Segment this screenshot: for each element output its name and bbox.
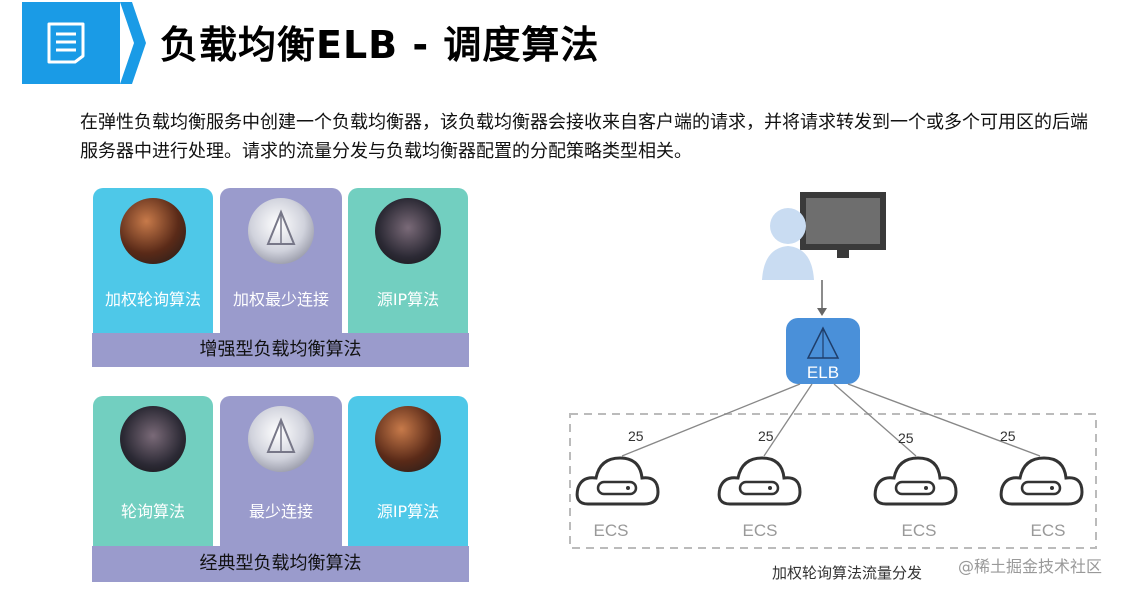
traffic-lines <box>621 383 1041 457</box>
silver-pyramid-icon <box>248 406 314 472</box>
ecs-label: ECS <box>902 521 937 540</box>
page-title: 负载均衡ELB - 调度算法 <box>160 23 600 67</box>
enhanced-group-label: 增强型负载均衡算法 <box>92 333 469 367</box>
ecs-label: ECS <box>594 521 629 540</box>
watermark: @稀土掘金技术社区 <box>958 557 1103 576</box>
ecs-label: ECS <box>1031 521 1066 540</box>
user-computer-icon <box>762 192 886 280</box>
weight-label: 25 <box>628 428 644 444</box>
card-weighted-least-connections: 加权最少连接 <box>220 188 342 333</box>
arrow-head <box>817 308 827 316</box>
description-text: 在弹性负载均衡服务中创建一个负载均衡器，该负载均衡器会接收来自客户端的请求，并将… <box>80 112 1088 162</box>
dark-tower-icon <box>120 406 186 472</box>
card-label: 源IP算法 <box>376 502 440 521</box>
card-label: 加权最少连接 <box>232 290 329 309</box>
weight-label: 25 <box>758 428 774 444</box>
cloud-server-icon <box>717 456 802 506</box>
card-label: 加权轮询算法 <box>104 290 201 309</box>
cloud-server-icon <box>999 456 1084 506</box>
document-list-icon <box>47 22 85 64</box>
diagram-caption: 加权轮询算法流量分发 <box>772 564 923 582</box>
silver-pyramid-icon <box>248 198 314 264</box>
card-least-connections: 最少连接 <box>220 396 342 546</box>
card-label: 最少连接 <box>248 502 313 521</box>
weight-label: 25 <box>898 430 914 446</box>
card-round-robin: 轮询算法 <box>93 396 213 546</box>
bronze-swirl-icon <box>120 198 186 264</box>
ecs-label: ECS <box>743 521 778 540</box>
dark-tower-icon <box>375 198 441 264</box>
classic-group-label: 经典型负载均衡算法 <box>92 546 469 582</box>
card-label: 源IP算法 <box>376 290 440 309</box>
card-label: 轮询算法 <box>120 502 185 521</box>
cloud-server-icon <box>873 456 958 506</box>
weight-label: 25 <box>1000 428 1016 444</box>
chevron-right-icon <box>120 2 146 84</box>
bronze-swirl-icon <box>375 406 441 472</box>
card-source-ip: 源IP算法 <box>348 188 468 333</box>
card-source-ip-classic: 源IP算法 <box>348 396 468 546</box>
card-weighted-round-robin: 加权轮询算法 <box>93 188 213 333</box>
elb-node: ELB <box>786 318 860 384</box>
elb-label: ELB <box>807 363 839 382</box>
cloud-server-icon <box>575 456 660 506</box>
availability-zone-frame <box>569 413 1097 549</box>
ecs-server-group <box>575 456 1084 506</box>
